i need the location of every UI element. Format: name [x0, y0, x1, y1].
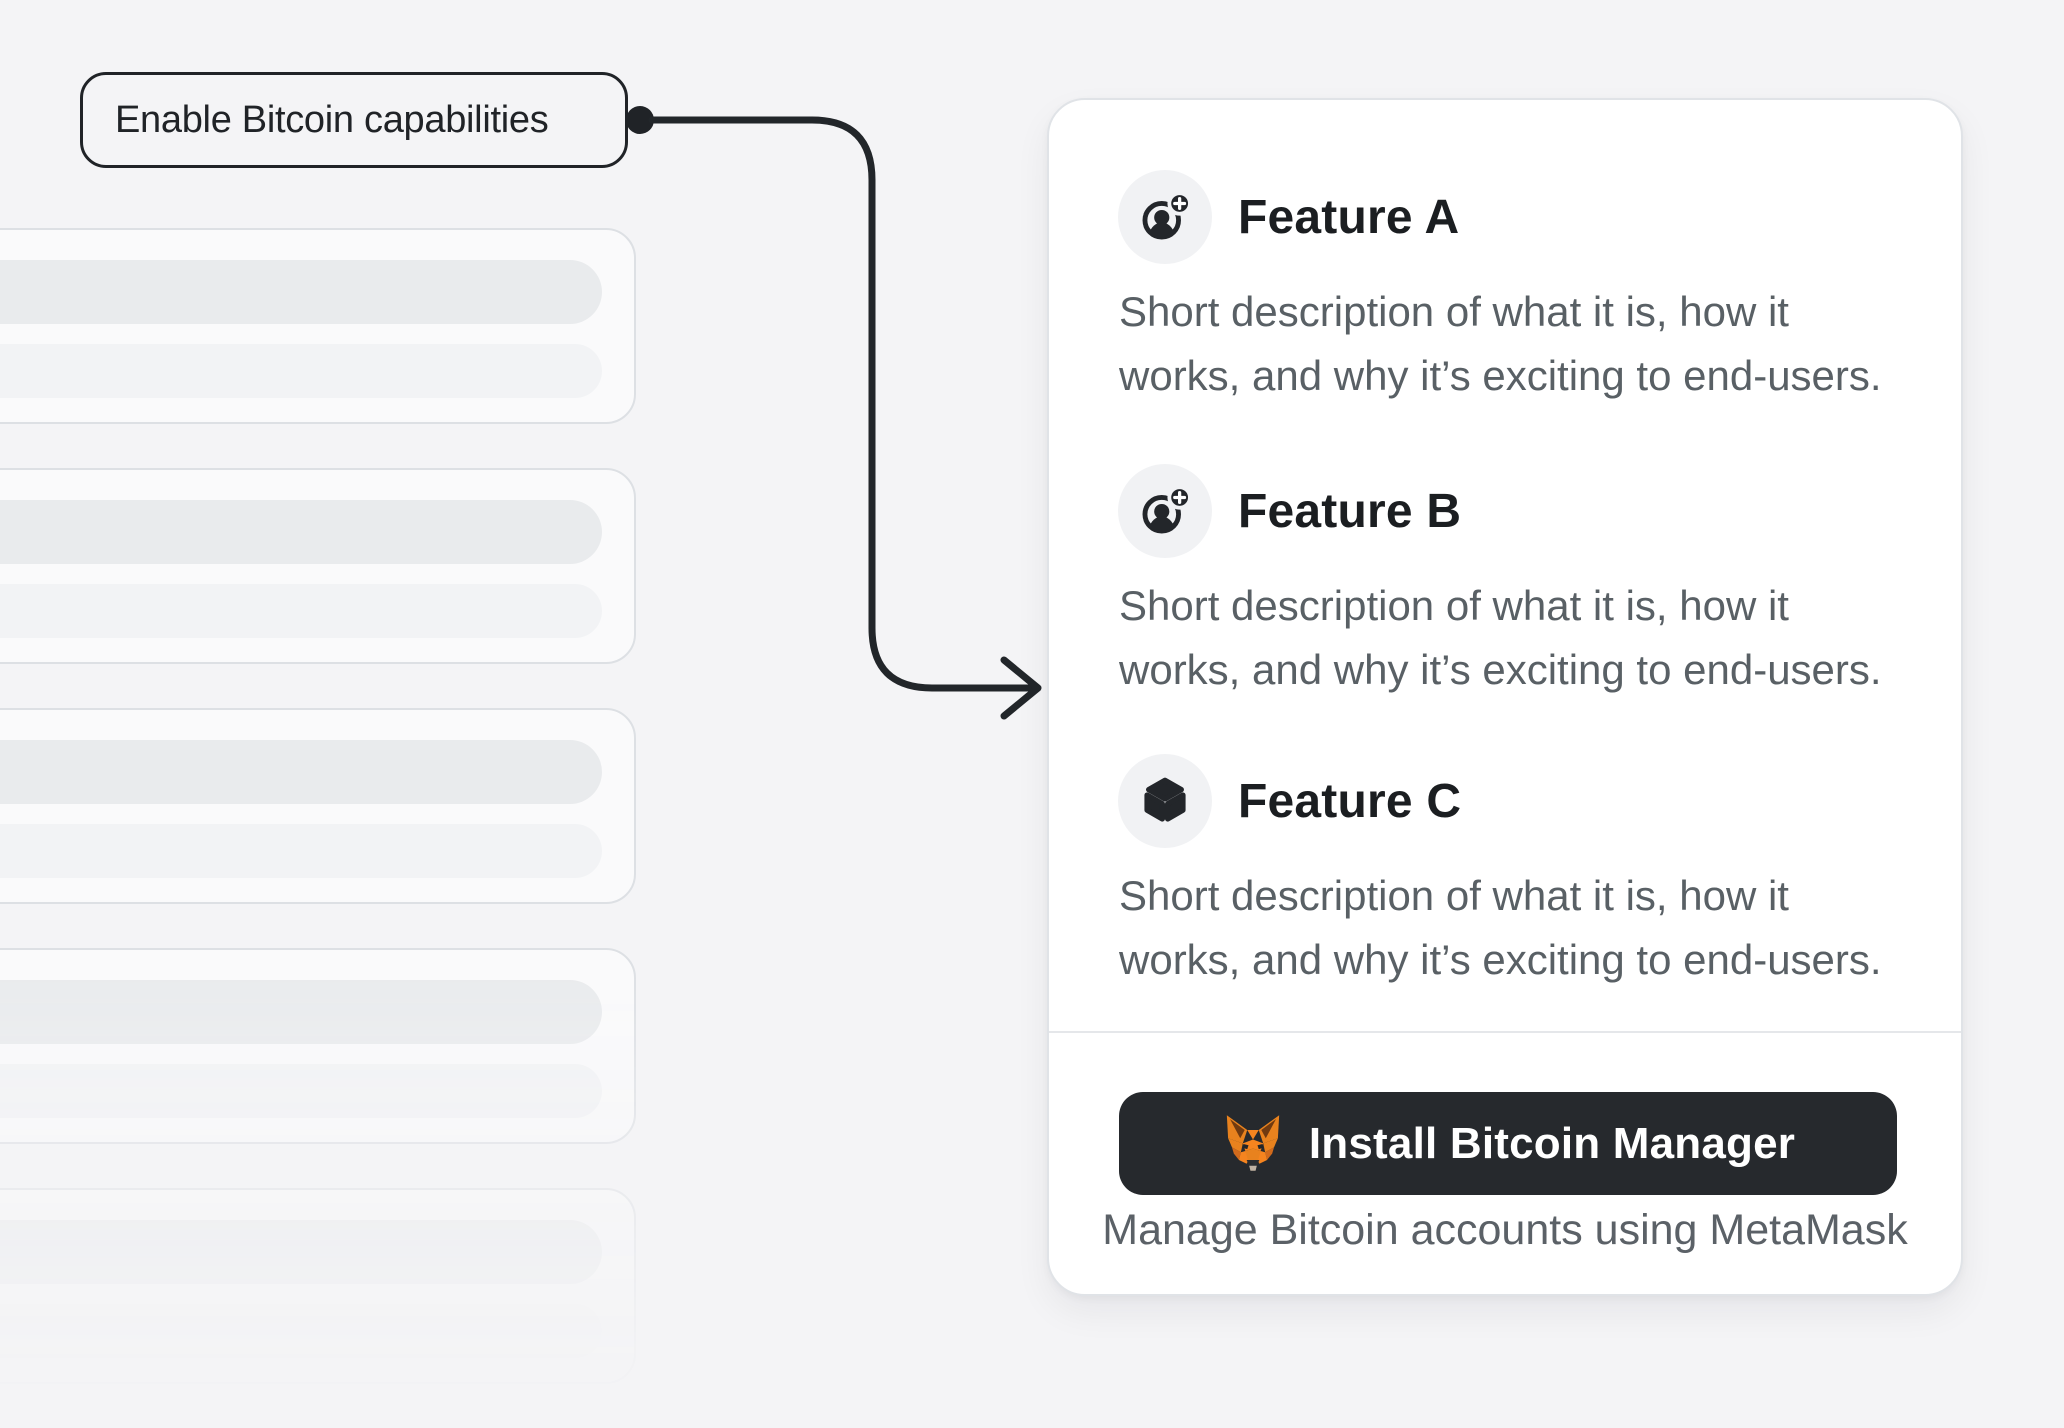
connector-path [648, 116, 1034, 692]
feature-description: Short description of what it is, how it … [1119, 288, 1882, 399]
feature-description: Short description of what it is, how it … [1119, 872, 1882, 983]
skeleton-bar [0, 260, 602, 324]
skeleton-bar [0, 1064, 602, 1118]
skeleton-card [0, 228, 636, 424]
feature-title: Feature A [1238, 190, 1460, 244]
skeleton-column [0, 228, 636, 1428]
connector-arrowhead [1000, 656, 1042, 720]
install-button-label: Install Bitcoin Manager [1308, 1118, 1796, 1168]
feature-card: Feature A Short description of what it i… [1047, 98, 1963, 1296]
annotation-label: Enable Bitcoin capabilities [115, 98, 549, 141]
skeleton-card [0, 708, 636, 904]
install-bitcoin-manager-button[interactable]: Install Bitcoin Manager [1119, 1092, 1897, 1195]
skeleton-card [0, 948, 636, 1144]
feature-row-b: Feature B [1118, 464, 1461, 558]
user-add-icon [1118, 464, 1212, 558]
divider [1049, 1031, 1961, 1033]
skeleton-card [0, 468, 636, 664]
feature-description: Short description of what it is, how it … [1119, 582, 1882, 693]
feature-row-c: Feature C [1118, 754, 1461, 848]
skeleton-bar [0, 740, 602, 804]
feature-row-a: Feature A [1118, 170, 1459, 264]
skeleton-bar [0, 344, 602, 398]
skeleton-bar [0, 584, 602, 638]
connector-dot [626, 106, 654, 134]
feature-title: Feature B [1238, 484, 1462, 538]
skeleton-bar [0, 1304, 602, 1358]
user-add-icon [1118, 170, 1212, 264]
skeleton-bar [0, 1220, 602, 1284]
annotation-callout: Enable Bitcoin capabilities [80, 72, 628, 168]
skeleton-bar [0, 824, 602, 878]
skeleton-bar [0, 500, 602, 564]
install-caption: Manage Bitcoin accounts using MetaMask [1102, 1206, 1908, 1254]
skeleton-bar [0, 980, 602, 1044]
feature-title: Feature C [1238, 774, 1462, 828]
skeleton-card [0, 1188, 636, 1384]
cube-icon [1118, 754, 1212, 848]
metamask-fox-icon [1226, 1114, 1280, 1171]
